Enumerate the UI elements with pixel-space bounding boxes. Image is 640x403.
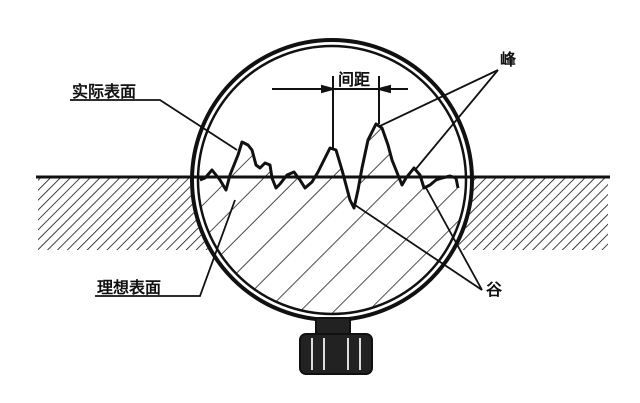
label-actual-surface: 实际表面 <box>72 82 137 101</box>
label-ideal-surface: 理想表面 <box>97 278 162 297</box>
label-spacing: 间距 <box>338 70 371 89</box>
spacing-dimension <box>272 76 408 148</box>
magnified-section <box>198 122 466 314</box>
magnifier-handle <box>299 317 373 375</box>
label-peak: 峰 <box>500 50 517 69</box>
actual-surface-profile <box>199 122 460 210</box>
leader-lines <box>70 69 499 297</box>
label-valley: 谷 <box>486 280 503 299</box>
